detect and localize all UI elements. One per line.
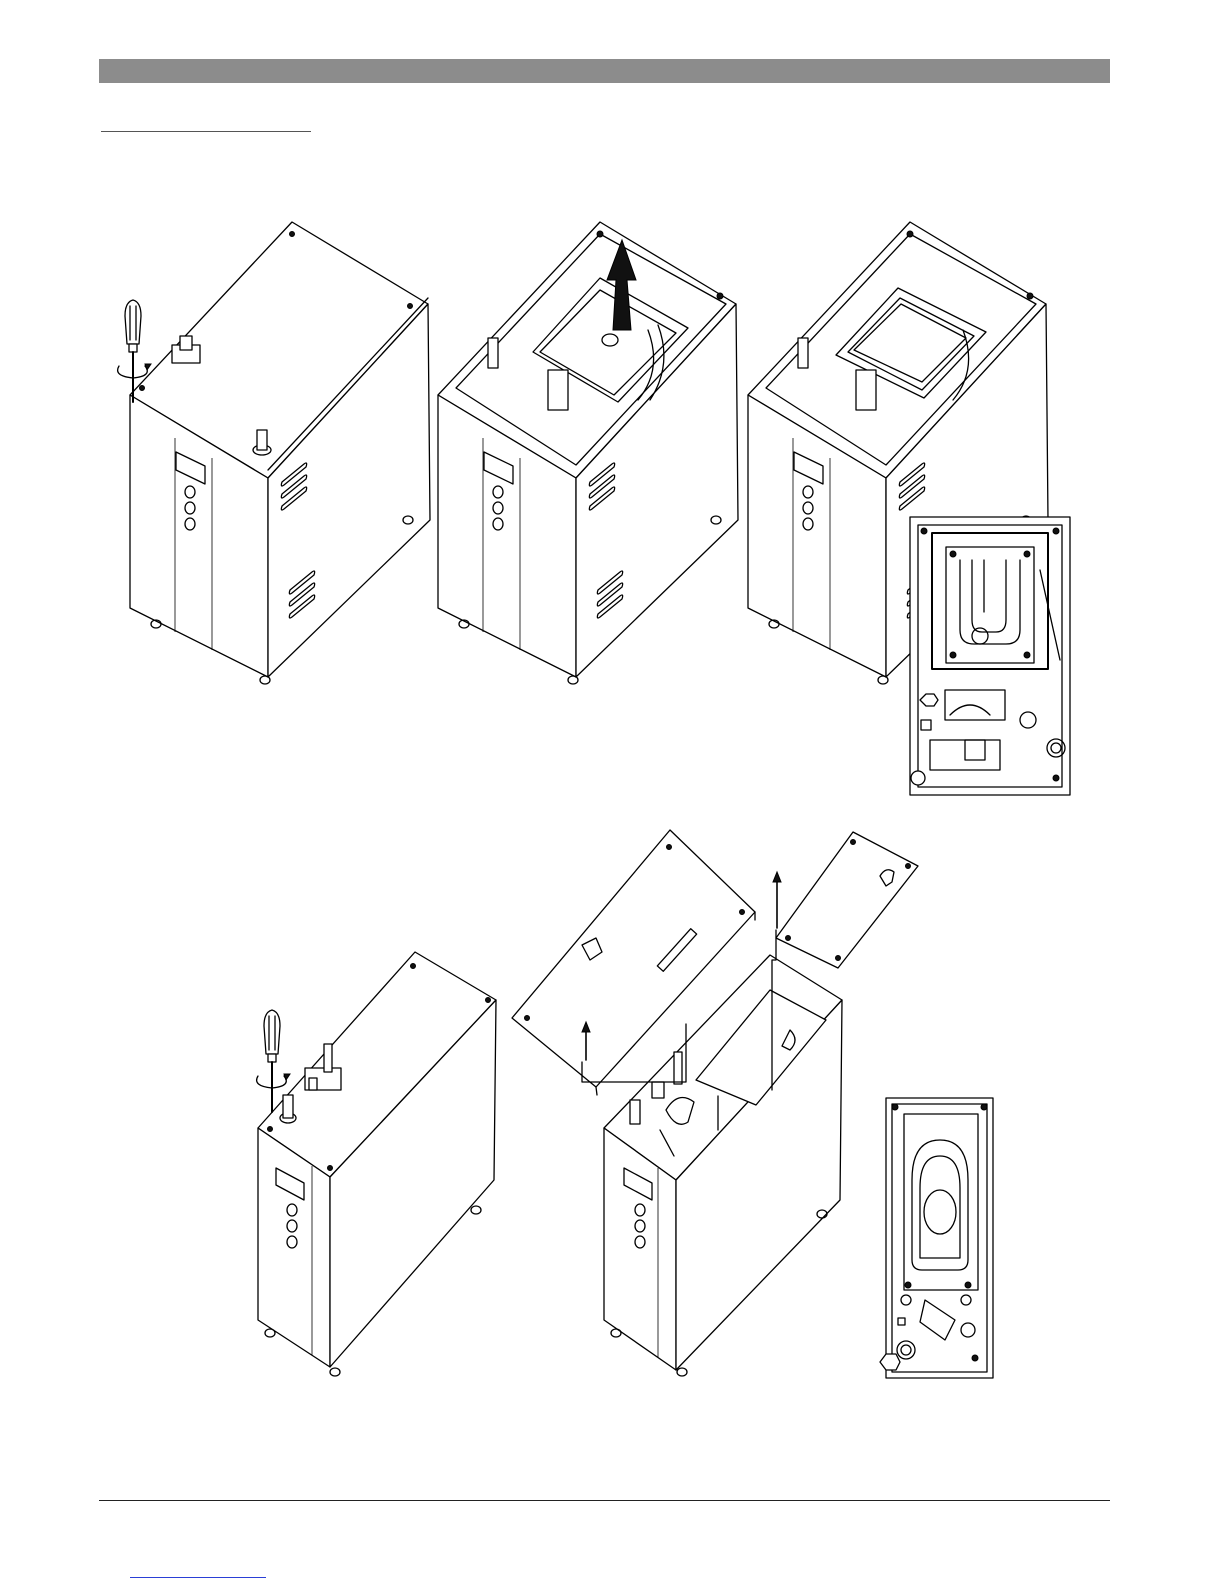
unit-cover-removed-lift-arrow bbox=[438, 222, 738, 684]
topview-inset-top-row bbox=[910, 517, 1070, 795]
up-arrow-icon bbox=[773, 872, 781, 928]
slim-unit-exploded-panels bbox=[512, 830, 918, 1376]
footer-link-underline[interactable] bbox=[130, 1577, 266, 1578]
unit-with-screwdriver-top-row bbox=[118, 222, 430, 684]
slim-unit-with-screwdriver bbox=[257, 952, 496, 1376]
slim-unit-topview bbox=[880, 1098, 993, 1378]
footer-rule bbox=[99, 1500, 1110, 1501]
